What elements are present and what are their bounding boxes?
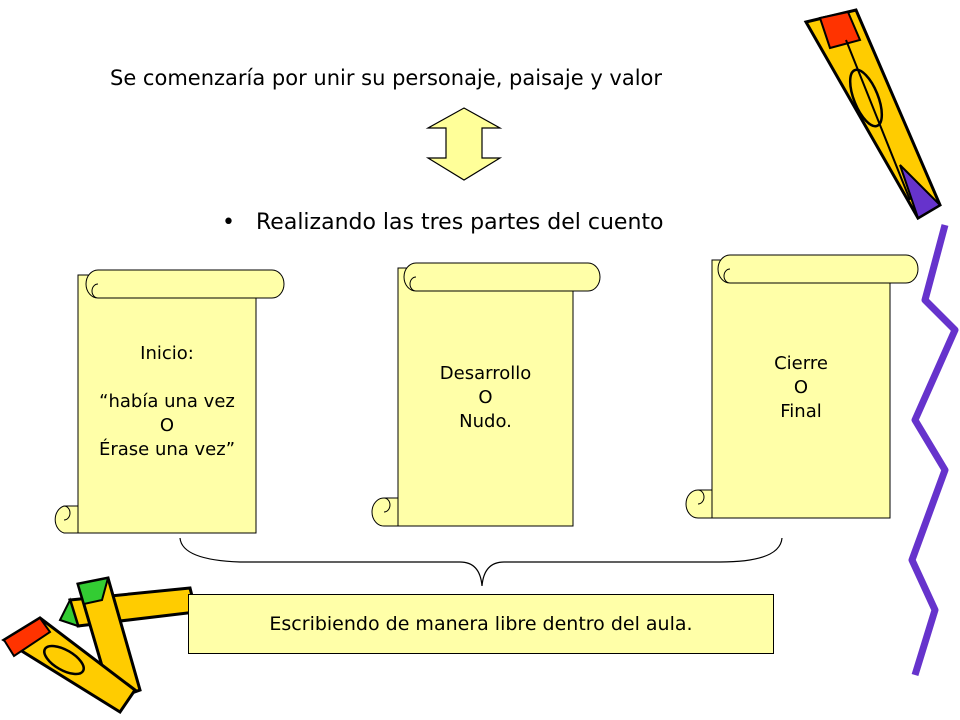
scroll-desarrollo-text: Desarrollo O Nudo. xyxy=(398,362,573,434)
scroll-line: O xyxy=(793,377,809,398)
pencil-icon xyxy=(803,8,942,221)
scroll-desarrollo xyxy=(371,262,601,527)
scroll-cierre-text: Cierre O Final xyxy=(712,352,890,424)
scroll-line-blank xyxy=(78,366,256,390)
scroll-line: Érase una vez” xyxy=(98,439,236,460)
bullet-dot-icon: • xyxy=(222,210,235,235)
scroll-line: Cierre xyxy=(774,353,828,374)
bullet-text: Realizando las tres partes del cuento xyxy=(256,210,664,235)
scroll-line: Final xyxy=(780,401,822,422)
scroll-line: “había una vez xyxy=(99,391,235,412)
bullet-item: • Realizando las tres partes del cuento xyxy=(222,210,663,235)
scroll-cierre xyxy=(685,254,919,519)
scroll-line: Desarrollo xyxy=(439,363,532,384)
footer-box: Escribiendo de manera libre dentro del a… xyxy=(188,594,774,654)
double-arrow-icon xyxy=(425,107,503,181)
brace-icon xyxy=(179,537,783,587)
scroll-line: O xyxy=(159,415,175,436)
footer-text: Escribiendo de manera libre dentro del a… xyxy=(269,613,693,635)
scroll-line: O xyxy=(478,387,493,408)
pencils-cluster-icon xyxy=(1,576,198,715)
slide-title: Se comenzaría por unir su personaje, pai… xyxy=(110,66,663,90)
scroll-line: Inicio: xyxy=(140,343,194,364)
scroll-inicio-text: Inicio: “había una vez O Érase una vez” xyxy=(78,342,256,462)
scroll-line: Nudo. xyxy=(459,411,512,432)
decorative-squiggle-icon xyxy=(908,224,959,677)
scroll-inicio xyxy=(54,269,285,534)
